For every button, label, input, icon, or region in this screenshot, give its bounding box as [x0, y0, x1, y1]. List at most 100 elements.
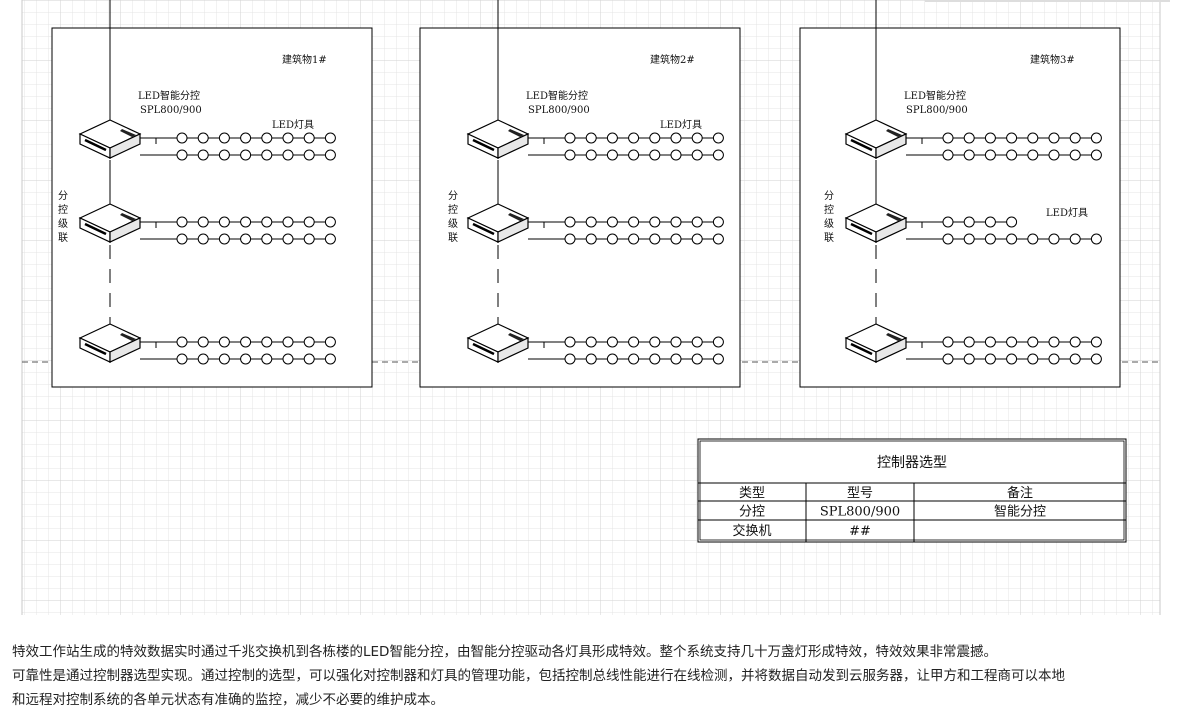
- controller-device-3: [78, 323, 142, 363]
- led-lamp: [176, 132, 188, 144]
- led-lamp: [1006, 149, 1018, 161]
- caption: 特效工作站生成的特效数据实时通过千兆交换机到各栋楼的LED智能分控，由智能分控驱…: [12, 640, 1172, 712]
- led-lamp: [282, 216, 294, 228]
- led-lamp: [1006, 132, 1018, 144]
- led-lamp: [324, 353, 336, 365]
- led-lamp: [585, 149, 597, 161]
- led-lamp: [303, 233, 315, 245]
- led-lamp: [324, 336, 336, 348]
- caption-line-3: 和远程对控制系统的各单元状态有准确的监控，减少不必要的维护成本。: [12, 692, 444, 708]
- led-lamp: [282, 233, 294, 245]
- controller-device-2: [466, 203, 530, 243]
- led-lamp: [324, 132, 336, 144]
- led-lamp: [691, 353, 703, 365]
- led-lamp: [585, 353, 597, 365]
- led-lamp: [1027, 132, 1039, 144]
- table-cell: ##: [849, 524, 871, 539]
- led-lamp: [282, 353, 294, 365]
- led-lamp: [670, 336, 682, 348]
- led-lamp: [984, 132, 996, 144]
- led-lamp: [585, 336, 597, 348]
- led-lamp: [261, 336, 273, 348]
- led-lamp: [564, 353, 576, 365]
- led-lamp: [240, 336, 252, 348]
- led-lamp: [628, 353, 640, 365]
- cascade-label-char: 控: [824, 203, 834, 216]
- led-lamp: [606, 336, 618, 348]
- controller-label: LED智能分控: [138, 89, 200, 102]
- led-lamp: [197, 336, 209, 348]
- led-lamp: [606, 149, 618, 161]
- led-lamp: [197, 216, 209, 228]
- building-title: 建筑物3#: [1030, 53, 1075, 66]
- led-lamp: [963, 149, 975, 161]
- led-lamp: [942, 149, 954, 161]
- led-lamp: [197, 149, 209, 161]
- led-lamp: [606, 233, 618, 245]
- led-lamp: [691, 132, 703, 144]
- led-lamp: [984, 216, 996, 228]
- led-lamp: [303, 336, 315, 348]
- led-lamp: [963, 336, 975, 348]
- led-lamp: [564, 132, 576, 144]
- led-lamp: [324, 233, 336, 245]
- led-lamp: [303, 149, 315, 161]
- controller-device-3: [466, 323, 530, 363]
- led-lamp: [628, 132, 640, 144]
- led-lamp: [691, 216, 703, 228]
- led-lamp: [712, 353, 724, 365]
- led-lamp: [712, 132, 724, 144]
- led-lamp: [1048, 353, 1060, 365]
- led-lamp: [240, 216, 252, 228]
- led-lamp: [1048, 233, 1060, 245]
- led-lamp: [984, 233, 996, 245]
- controller-device-3: [844, 323, 908, 363]
- led-lamp: [984, 336, 996, 348]
- led-lamp: [218, 216, 230, 228]
- building-frame: [419, 27, 741, 388]
- controller-device-2: [78, 203, 142, 243]
- led-lamp: [691, 149, 703, 161]
- table-cell: 分控: [739, 505, 765, 520]
- led-lamp: [176, 353, 188, 365]
- led-lamp: [282, 132, 294, 144]
- led-lamp: [585, 233, 597, 245]
- led-lamp: [649, 149, 661, 161]
- led-lamp: [176, 216, 188, 228]
- led-lamp: [942, 216, 954, 228]
- led-lamp: [282, 336, 294, 348]
- controller-device-2: [844, 203, 908, 243]
- led-lamp: [691, 336, 703, 348]
- led-lamp: [1069, 336, 1081, 348]
- led-lamp: [649, 233, 661, 245]
- led-lamp: [564, 233, 576, 245]
- led-lamp: [649, 216, 661, 228]
- building-title: 建筑物2#: [650, 53, 695, 66]
- led-lamp: [261, 353, 273, 365]
- led-lamp: [1090, 132, 1102, 144]
- building-title: 建筑物1#: [282, 53, 327, 66]
- led-lamp: [176, 149, 188, 161]
- model-label: SPL800/900: [140, 105, 202, 116]
- table-cell: 智能分控: [994, 505, 1046, 520]
- led-lamp: [963, 132, 975, 144]
- table-cell: SPL800/900: [820, 505, 900, 520]
- led-lamp: [1006, 216, 1018, 228]
- model-label: SPL800/900: [528, 105, 590, 116]
- led-lamp: [1006, 353, 1018, 365]
- controller-device-1: [78, 119, 142, 159]
- cascade-label-char: 分: [58, 190, 68, 202]
- led-lamp: [628, 216, 640, 228]
- table-header-cell: 类型: [739, 486, 765, 501]
- table-header-cell: 备注: [1007, 485, 1033, 501]
- led-lamp: [649, 132, 661, 144]
- led-lamp: [240, 233, 252, 245]
- led-lamp: [197, 353, 209, 365]
- led-lamp: [240, 149, 252, 161]
- controller-device-1: [844, 119, 908, 159]
- led-lamp: [218, 233, 230, 245]
- led-lamp: [218, 336, 230, 348]
- cascade-label-char: 控: [448, 203, 458, 216]
- led-lamp: [670, 233, 682, 245]
- caption-line-2: 可靠性是通过控制器选型实现。通过控制的选型，可以强化对控制器和灯具的管理功能，包…: [12, 668, 1065, 684]
